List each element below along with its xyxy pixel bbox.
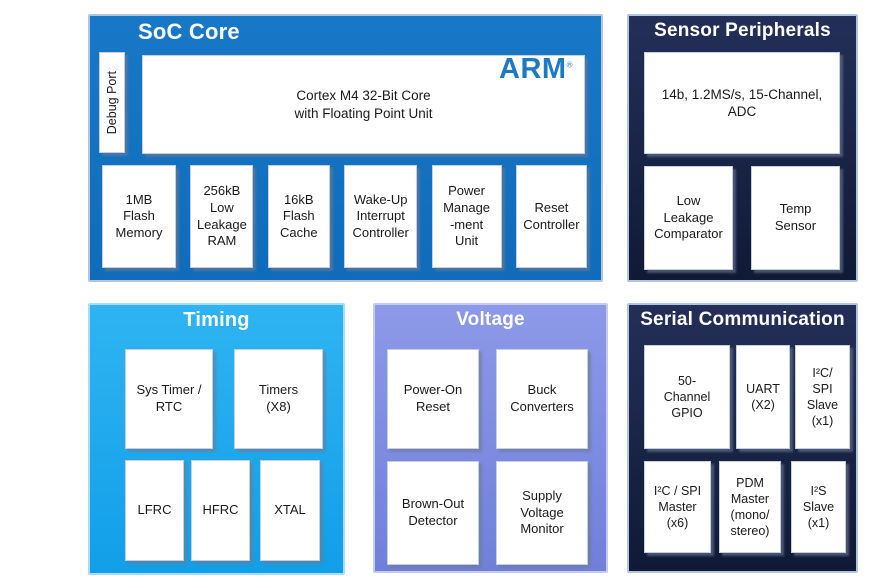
box-uart: UART (X2) [736, 345, 790, 449]
voltage-title: Voltage [456, 309, 525, 330]
box-timers-x8: Timers (X8) [234, 349, 323, 449]
cortex-core-box: Cortex M4 32-Bit Core with Floating Poin… [142, 53, 585, 154]
box-low-leakage-comparator: Low Leakage Comparator [644, 166, 733, 270]
box-xtal: XTAL [260, 460, 320, 561]
block-voltage: Voltage Power-On Reset Buck Converters B… [373, 303, 608, 573]
block-timing: Timing Sys Timer / RTC Timers (X8) LFRC … [88, 303, 345, 575]
box-brown-out-detector: Brown-Out Detector [387, 461, 479, 565]
box-gpio: 50- Channel GPIO [644, 345, 730, 449]
box-low-leakage-ram: 256kB Low Leakage RAM [190, 165, 254, 268]
soc-core-title: SoC Core [138, 19, 240, 44]
box-flash-cache: 16kB Flash Cache [267, 165, 330, 268]
block-serial-communication: Serial Communication 50- Channel GPIO UA… [627, 303, 858, 573]
arm-trademark: ® [566, 60, 573, 70]
box-reset-controller: Reset Controller [515, 165, 587, 268]
sensor-peripherals-title: Sensor Peripherals [654, 20, 831, 41]
debug-port-box: Debug Port [99, 52, 125, 153]
box-power-management-unit: Power Manage -ment Unit [431, 165, 502, 268]
serial-communication-title: Serial Communication [640, 309, 845, 330]
box-supply-voltage-monitor: Supply Voltage Monitor [496, 461, 588, 565]
box-sys-timer-rtc: Sys Timer / RTC [125, 349, 213, 449]
box-i2c-spi-master: I²C / SPI Master (x6) [644, 461, 711, 553]
box-pdm-master: PDM Master (mono/ stereo) [719, 461, 781, 553]
box-temp-sensor: Temp Sensor [751, 166, 840, 270]
block-soc-core: SoC Core Debug Port Cortex M4 32-Bit Cor… [88, 14, 603, 282]
arm-logo: ARM® [499, 53, 573, 85]
soc-core-memory-row: 1MB Flash Memory 256kB Low Leakage RAM 1… [102, 165, 587, 268]
box-power-on-reset: Power-On Reset [387, 349, 479, 449]
box-buck-converters: Buck Converters [496, 349, 588, 449]
box-wakeup-interrupt-controller: Wake-Up Interrupt Controller [344, 165, 418, 268]
debug-port-label: Debug Port [105, 70, 119, 135]
box-hfrc: HFRC [191, 460, 250, 561]
box-i2c-spi-slave: I²C/ SPI Slave (x1) [795, 345, 850, 449]
box-i2s-slave: I²S Slave (x1) [791, 461, 846, 553]
box-flash-memory: 1MB Flash Memory [102, 165, 176, 268]
block-sensor-peripherals: Sensor Peripherals 14b, 1.2MS/s, 15-Chan… [627, 14, 858, 282]
box-adc: 14b, 1.2MS/s, 15-Channel, ADC [644, 52, 840, 154]
box-lfrc: LFRC [125, 460, 184, 561]
timing-title: Timing [183, 309, 250, 331]
cortex-core-label: Cortex M4 32-Bit Core with Floating Poin… [294, 88, 433, 121]
